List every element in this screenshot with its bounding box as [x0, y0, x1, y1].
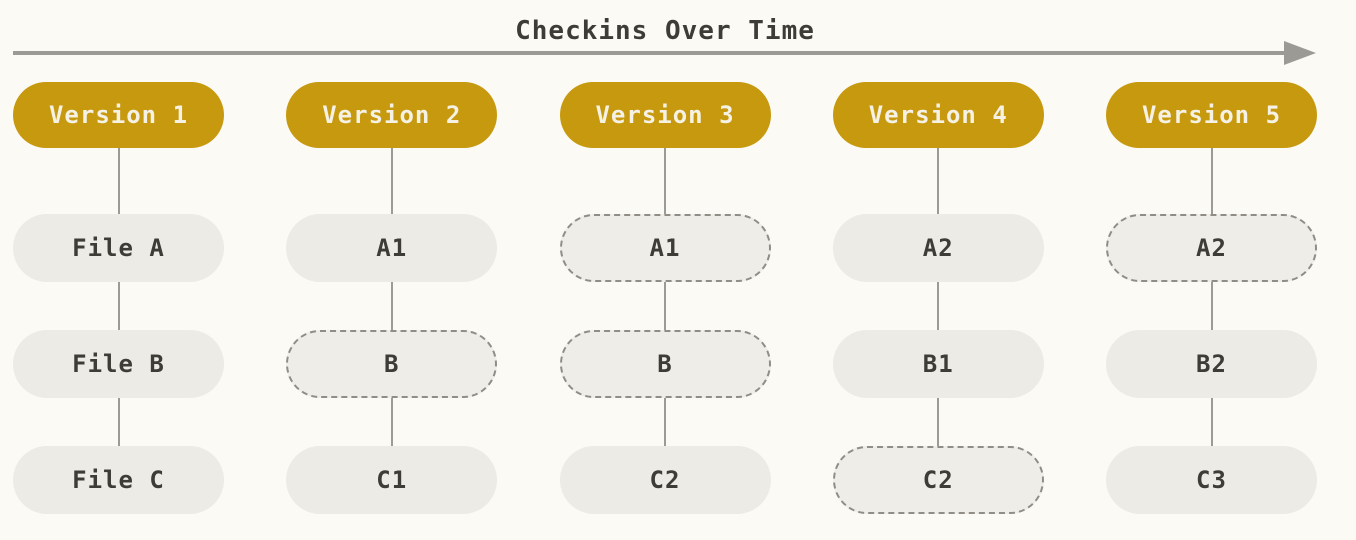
version-column-3: Version 3 A1 B C2 — [559, 82, 771, 514]
file-node: File A — [13, 214, 224, 282]
version-label: Version 2 — [322, 101, 462, 129]
version-column-2: Version 2 A1 B C1 — [286, 82, 498, 514]
version-pill: Version 2 — [286, 82, 498, 148]
connector-line — [117, 148, 120, 214]
file-node-label: A1 — [649, 234, 681, 262]
file-node: C1 — [286, 446, 498, 514]
connector-line — [937, 398, 940, 446]
file-node-unchanged: B — [559, 330, 771, 398]
connector-line — [664, 282, 666, 330]
file-node-unchanged: A2 — [1106, 214, 1317, 282]
file-node: C3 — [1106, 446, 1317, 514]
file-node-label: C3 — [1196, 466, 1227, 494]
connector-line — [1210, 282, 1213, 330]
version-pill: Version 3 — [559, 82, 771, 148]
timeline-arrow — [13, 41, 1316, 65]
timeline-title: Checkins Over Time — [515, 16, 815, 46]
version-column-4: Version 4 A2 B1 C2 — [832, 82, 1044, 514]
file-node-label: File B — [72, 350, 165, 378]
file-node-label: File A — [72, 234, 165, 262]
version-label: Version 5 — [1141, 101, 1282, 129]
version-pill: Version 1 — [13, 82, 224, 148]
file-node-label: A1 — [376, 234, 408, 262]
file-node: B1 — [832, 330, 1044, 398]
connector-line — [1210, 398, 1213, 446]
file-node-label: File C — [72, 466, 165, 494]
file-node: File B — [13, 330, 224, 398]
file-node-label: C2 — [922, 466, 954, 494]
file-node-label: B1 — [922, 350, 954, 378]
connector-line — [390, 398, 393, 446]
file-node-label: B — [384, 350, 400, 378]
file-node: A1 — [286, 214, 498, 282]
version-columns: Version 1 File A File B File C Version 2… — [13, 82, 1317, 514]
connector-line — [664, 398, 666, 446]
connector-line — [937, 282, 940, 330]
connector-line — [664, 148, 666, 214]
arrow-head-icon — [1284, 41, 1316, 65]
connector-line — [390, 148, 393, 214]
version-label: Version 3 — [595, 101, 735, 129]
version-label: Version 4 — [868, 101, 1008, 129]
file-node-label: C2 — [649, 466, 681, 494]
connector-line — [117, 398, 120, 446]
connector-line — [1210, 148, 1213, 214]
connector-line — [117, 282, 120, 330]
connector-line — [390, 282, 393, 330]
file-node-label: C1 — [376, 466, 408, 494]
version-pill: Version 5 — [1106, 82, 1317, 148]
file-node: C2 — [559, 446, 771, 514]
version-pill: Version 4 — [832, 82, 1044, 148]
version-column-5: Version 5 A2 B2 C3 — [1106, 82, 1317, 514]
file-node-unchanged: B — [286, 330, 498, 398]
version-label: Version 1 — [48, 101, 189, 129]
file-node: B2 — [1106, 330, 1317, 398]
version-column-1: Version 1 File A File B File C — [13, 82, 224, 514]
file-node-unchanged: A1 — [559, 214, 771, 282]
file-node-label: B2 — [1196, 350, 1227, 378]
file-node-unchanged: C2 — [832, 446, 1044, 514]
connector-line — [937, 148, 940, 214]
file-node-label: B — [657, 350, 673, 378]
file-node: A2 — [832, 214, 1044, 282]
file-node-label: A2 — [1196, 234, 1227, 262]
file-node: File C — [13, 446, 224, 514]
file-node-label: A2 — [922, 234, 954, 262]
